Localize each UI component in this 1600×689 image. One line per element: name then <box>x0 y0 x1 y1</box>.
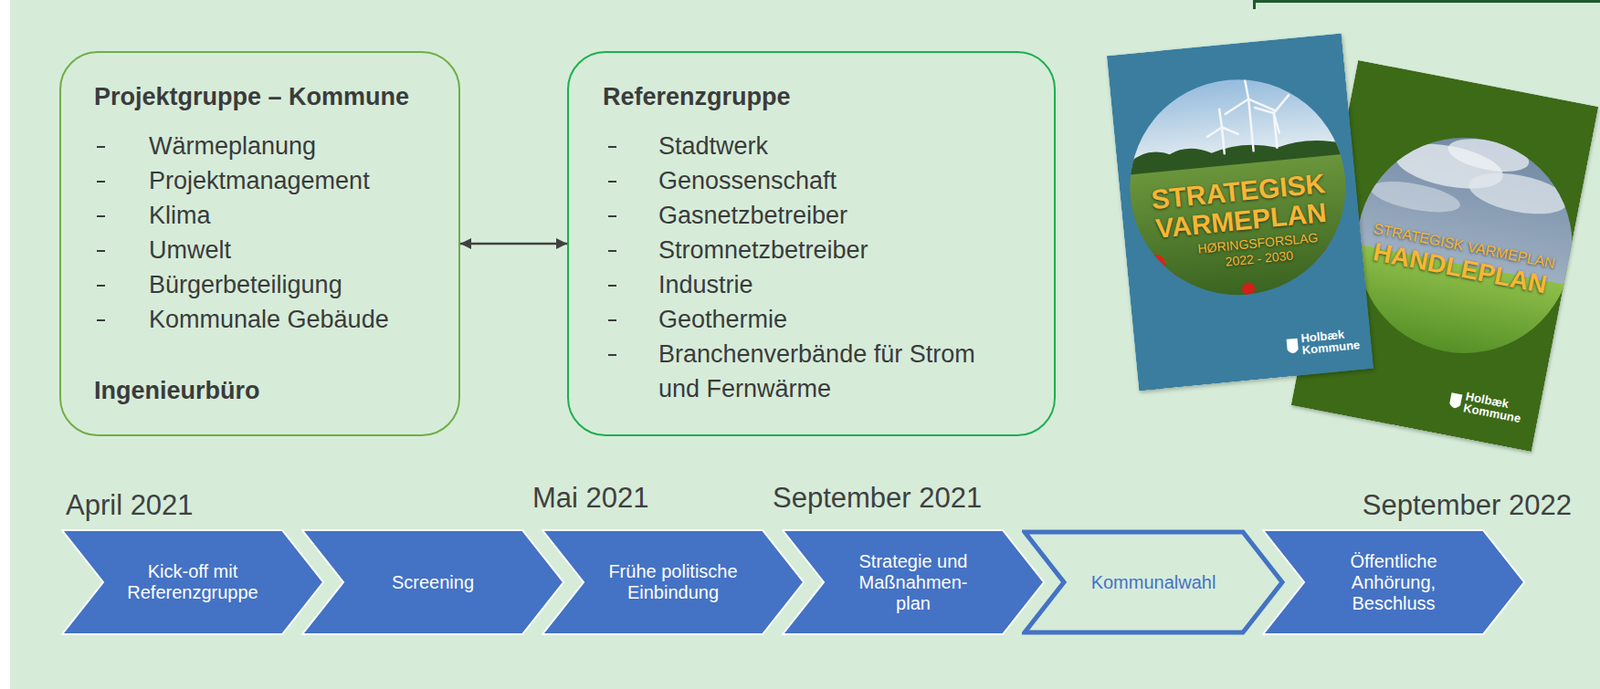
text-row: Projektmanagement <box>94 163 450 199</box>
list-item: Genossenschaft <box>658 163 1001 199</box>
step-label: Kommunalwahl <box>1091 572 1217 594</box>
timeline-step: Kick-off mit Referenzgruppe <box>61 529 325 636</box>
text-row: Ingenieurbüro <box>94 376 450 406</box>
list-item: Industrie <box>658 267 1001 303</box>
group-heading: Ingenieurbüro <box>94 376 261 406</box>
timeline-step: Öffentliche Anhörung, Beschluss <box>1262 529 1526 636</box>
text-slot: September 2022 <box>1362 488 1572 524</box>
text-row: Stadtwerk <box>602 128 1045 164</box>
timeline-step: Screening <box>301 529 565 636</box>
bullet-dash <box>608 146 617 148</box>
text-row: Umwelt <box>94 232 450 268</box>
list-item: Wärmeplanung <box>148 128 316 164</box>
group-box: Projektgruppe – KommuneWärmeplanungProje… <box>59 51 461 437</box>
text-row: Gasnetzbetreiber <box>602 198 1045 233</box>
list-item: Stromnetzbetreiber <box>658 232 1001 268</box>
text-row: Industrie <box>602 267 1045 303</box>
list-item: Klima <box>148 198 211 233</box>
list-item: Umwelt <box>148 232 232 268</box>
text-row: Referenzgruppe <box>602 82 1045 112</box>
step-label: Kick-off mit Referenzgruppe <box>115 561 271 604</box>
timeline-step: Strategie und Maßnahmen- plan <box>781 529 1045 636</box>
bullet-dash <box>608 250 617 253</box>
group-heading: Referenzgruppe <box>602 82 791 112</box>
date-label: September 2022 <box>1362 488 1572 524</box>
date-label: Mai 2021 <box>532 481 650 516</box>
bullet-dash <box>608 180 617 183</box>
group-heading: Projektgruppe – Kommune <box>94 82 410 112</box>
list-item: Projektmanagement <box>148 163 370 199</box>
text-slot: September 2021 <box>772 481 982 516</box>
step-label: Strategie und Maßnahmen- plan <box>852 551 976 615</box>
date-label: September 2021 <box>772 481 982 516</box>
chevron-outline <box>542 530 804 635</box>
text-slot: Holbæk Kommune <box>1300 326 1369 357</box>
group-box: ReferenzgruppeStadtwerkGenossenschaftGas… <box>567 51 1056 437</box>
publisher-logo-text: Holbæk Kommune <box>1300 326 1369 357</box>
text-row: Projektgruppe – Kommune <box>94 82 450 112</box>
bullet-dash <box>96 250 106 253</box>
bullet-dash <box>608 284 617 287</box>
list-item: Bürgerbeteiligung <box>148 267 343 303</box>
text-row: Genossenschaft <box>602 163 1045 199</box>
text-slot: April 2021 <box>65 488 194 524</box>
text-row: Stromnetzbetreiber <box>602 232 1045 268</box>
frame-tick <box>1252 0 1256 10</box>
bullet-dash <box>96 284 106 287</box>
bullet-dash <box>96 180 106 183</box>
bullet-dash <box>96 319 106 322</box>
bullet-dash <box>608 319 617 322</box>
list-item: Branchenverbände für Strom und Fernwärme <box>658 336 1001 407</box>
bullet-dash <box>96 215 106 218</box>
timeline-step: Kommunalwahl <box>1021 529 1285 636</box>
bullet-dash <box>608 354 617 357</box>
list-item: Gasnetzbetreiber <box>658 198 1001 233</box>
text-row: Bürgerbeteiligung <box>94 267 450 303</box>
frame-line <box>1252 0 1600 3</box>
bullet-dash <box>608 215 617 218</box>
text-row: Wärmeplanung <box>94 128 450 164</box>
text-row: Branchenverbände für Strom und Fernwärme <box>602 336 1045 407</box>
chevron-outline <box>302 530 564 635</box>
text-row: Kommunale Gebäude <box>94 302 450 337</box>
list-item: Geothermie <box>658 302 1001 337</box>
text-row: Klima <box>94 198 450 233</box>
step-label: Screening <box>391 572 474 594</box>
chevron-outline <box>1263 530 1525 635</box>
timeline-step: Frühe politische Einbindung <box>541 529 805 636</box>
slide-ground <box>10 0 1600 689</box>
text-slot: Mai 2021 <box>532 481 650 516</box>
list-item: Stadtwerk <box>658 128 1001 164</box>
connector-arrow <box>460 242 568 246</box>
text-row: Geothermie <box>602 302 1045 337</box>
step-label: Öffentliche Anhörung, Beschluss <box>1332 551 1456 615</box>
report-cover: STRATEGISK VARMEPLANHØRINGSFORSLAG 2022 … <box>1106 32 1374 391</box>
date-label: April 2021 <box>65 488 194 524</box>
chevron-outline <box>62 530 324 635</box>
step-label: Frühe politische Einbindung <box>595 561 751 604</box>
bullet-dash <box>96 146 106 148</box>
chevron-outline <box>1024 532 1283 633</box>
chevron-outline <box>782 530 1044 635</box>
list-item: Kommunale Gebäude <box>148 302 390 337</box>
